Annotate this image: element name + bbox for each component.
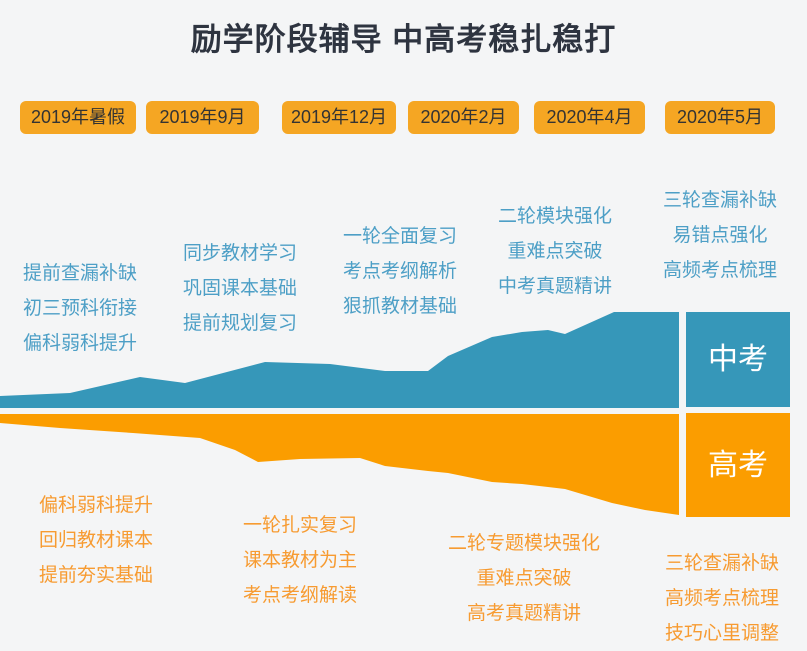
zhongkao-phase-1: 提前查漏补缺 初三预科衔接 偏科弱科提升: [0, 256, 162, 361]
phase-line: 提前规划复习: [182, 313, 297, 334]
phase-line: 一轮扎实复习: [242, 515, 357, 536]
phase-line: 初三预科衔接: [22, 298, 137, 319]
timeline-button-2020-04[interactable]: 2020年4月: [534, 101, 645, 134]
phase-line: 一轮全面复习: [342, 226, 457, 247]
phase-line: 高频考点梳理: [664, 588, 779, 609]
phase-line: 二轮专题模块强化: [447, 533, 600, 554]
phase-line: 偏科弱科提升: [22, 333, 137, 354]
phase-line: 提前查漏补缺: [22, 263, 137, 284]
phase-line: 偏科弱科提升: [38, 495, 153, 516]
phase-line: 考点考纲解读: [242, 585, 357, 606]
phase-line: 回归教材课本: [38, 530, 153, 551]
phase-line: 重难点突破: [507, 241, 603, 262]
phase-line: 考点考纲解析: [342, 261, 457, 282]
page-title: 励学阶段辅导 中高考稳扎稳打: [190, 22, 617, 57]
timeline-button-2020-05[interactable]: 2020年5月: [665, 101, 775, 134]
zhongkao-phase-4: 二轮模块强化 重难点突破 中考真题精讲: [473, 199, 637, 304]
zhongkao-label: 中考: [708, 343, 768, 376]
zhongkao-phase-2: 同步教材学习 巩固课本基础 提前规划复习: [158, 236, 322, 341]
gaokao-phase-2: 一轮扎实复习 课本教材为主 考点考纲解读: [218, 508, 382, 613]
phase-line: 中考真题精讲: [497, 276, 612, 297]
timeline-button-2019-12[interactable]: 2019年12月: [282, 101, 396, 134]
gaokao-phase-3: 二轮专题模块强化 重难点突破 高考真题精讲: [442, 526, 606, 631]
gaokao-end-block: [686, 413, 790, 517]
timeline-button-2020-02[interactable]: 2020年2月: [408, 101, 519, 134]
zhongkao-wave-shape: [0, 312, 679, 408]
gaokao-wave-shape: [0, 414, 679, 515]
phase-line: 二轮模块强化: [497, 206, 612, 227]
timeline-button-2019-summer[interactable]: 2019年暑假: [20, 101, 136, 134]
phase-line: 三轮查漏补缺: [664, 553, 779, 574]
zhongkao-end-block: [686, 312, 790, 407]
timeline-button-2019-09[interactable]: 2019年9月: [146, 101, 259, 134]
zhongkao-phase-5: 三轮查漏补缺 易错点强化 高频考点梳理: [638, 183, 802, 288]
phase-line: 狠抓教材基础: [342, 296, 457, 317]
phase-line: 高频考点梳理: [662, 260, 777, 281]
phase-line: 高考真题精讲: [466, 603, 581, 624]
gaokao-phase-1: 偏科弱科提升 回归教材课本 提前夯实基础: [14, 488, 178, 593]
gaokao-label: 高考: [708, 449, 768, 482]
phase-line: 同步教材学习: [182, 243, 297, 264]
phase-line: 提前夯实基础: [38, 565, 153, 586]
phase-line: 巩固课本基础: [182, 278, 297, 299]
phase-line: 课本教材为主: [242, 550, 357, 571]
phase-line: 技巧心里调整: [664, 623, 779, 644]
phase-line: 易错点强化: [672, 225, 768, 246]
phase-line: 重难点突破: [476, 568, 572, 589]
zhongkao-phase-3: 一轮全面复习 考点考纲解析 狠抓教材基础: [318, 219, 482, 324]
phase-line: 三轮查漏补缺: [662, 190, 777, 211]
gaokao-phase-4: 三轮查漏补缺 高频考点梳理 技巧心里调整: [640, 546, 804, 651]
